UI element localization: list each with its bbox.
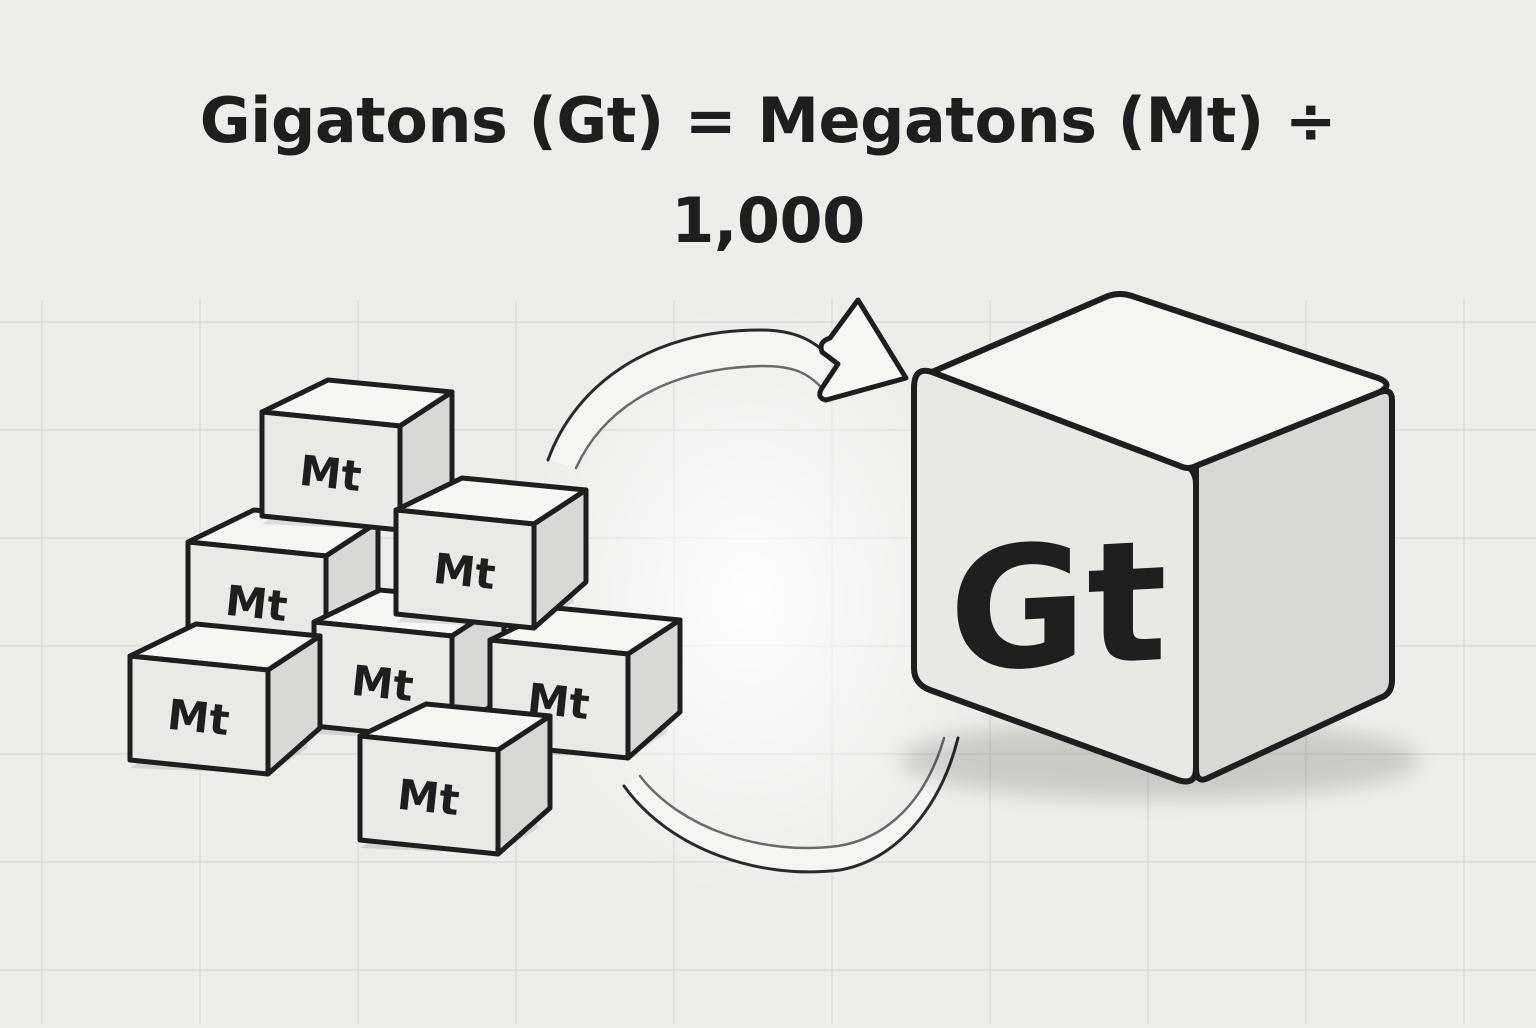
formula-title-line-2: 1,000 <box>671 184 865 257</box>
big-cube-label: Gt <box>949 503 1167 710</box>
big-cube-top <box>929 291 1390 471</box>
arrow-head-icon <box>817 297 909 403</box>
megaton-cube-front <box>357 733 501 857</box>
megaton-cube-label: Mt <box>395 770 462 825</box>
megaton-cube-label: Mt <box>349 656 416 711</box>
gigaton-cube: Gt <box>900 291 1420 800</box>
bottom-arrow <box>624 738 958 872</box>
megaton-cube-label: Mt <box>165 690 232 745</box>
megaton-cube-front <box>127 653 271 777</box>
conversion-arrows <box>546 297 960 874</box>
megaton-cube: Mt <box>393 475 589 631</box>
bottom-arrow-outer-edge <box>622 736 960 874</box>
megaton-cube-label: Mt <box>223 576 290 631</box>
top-arrow-outer-edge <box>546 328 832 462</box>
bottom-arrow-inner-edge <box>638 736 946 850</box>
top-arrow <box>548 330 830 468</box>
megaton-cube-front <box>393 507 537 631</box>
megaton-cube: Mt <box>127 621 323 777</box>
formula-title-line-1: Gigatons (Gt) = Megatons (Mt) ÷ <box>199 84 1337 157</box>
megaton-cube-label: Mt <box>431 544 498 599</box>
top-arrow-inner-edge <box>574 364 822 470</box>
megaton-cube-label: Mt <box>297 446 364 501</box>
megaton-cube: Mt <box>357 701 553 857</box>
big-cube-side <box>1193 388 1395 783</box>
